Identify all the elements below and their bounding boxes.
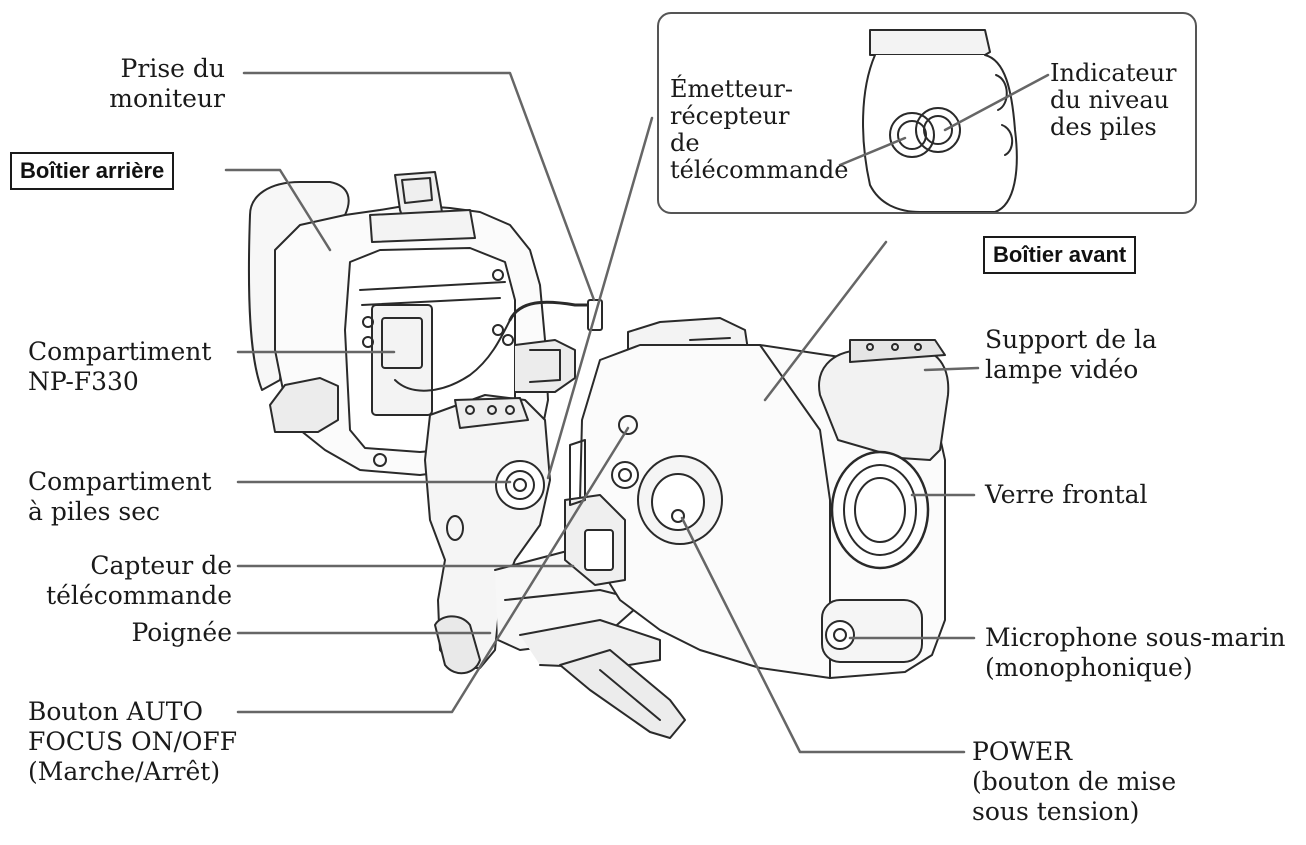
- label-af-button: Bouton AUTO FOCUS ON/OFF (Marche/Arrêt): [28, 697, 238, 786]
- label-front-glass: Verre frontal: [985, 480, 1148, 509]
- inset-frame: [657, 12, 1197, 214]
- leader-rear-housing: [224, 168, 332, 252]
- inset-detail-drawing: [862, 29, 1018, 213]
- leader-af-button: [236, 426, 630, 714]
- leader-lines: [224, 71, 1050, 754]
- label-dry-battery-compartment: Compartiment à piles sec: [28, 467, 212, 526]
- leader-power: [680, 516, 966, 754]
- leader-transmitter-extension: [546, 116, 654, 480]
- label-remote-transceiver: Émetteur- récepteur de télécommande: [670, 75, 849, 184]
- label-power: POWER (bouton de mise sous tension): [972, 737, 1177, 826]
- leader-light-mount: [923, 366, 980, 372]
- label-monitor-jack: Prise du moniteur: [109, 54, 225, 113]
- front-housing-drawing: [564, 317, 950, 679]
- label-np-compartment: Compartiment NP-F330: [28, 337, 212, 396]
- label-remote-sensor: Capteur de télécommande: [46, 551, 232, 610]
- leader-front-housing: [763, 240, 888, 402]
- rear-housing-drawing: [247, 171, 603, 476]
- label-light-mount: Support de la lampe vidéo: [985, 325, 1157, 384]
- leader-remote-transceiver: [838, 136, 907, 167]
- label-battery-indicator: Indicateur du niveau des piles: [1050, 59, 1177, 141]
- label-front-housing: Boîtier avant: [983, 236, 1137, 274]
- label-rear-housing: Boîtier arrière: [10, 152, 175, 190]
- leader-battery-indicator: [943, 73, 1050, 132]
- leader-monitor-jack: [242, 71, 596, 302]
- label-grip: Poignée: [131, 618, 232, 647]
- label-microphone: Microphone sous-marin (monophonique): [985, 623, 1286, 682]
